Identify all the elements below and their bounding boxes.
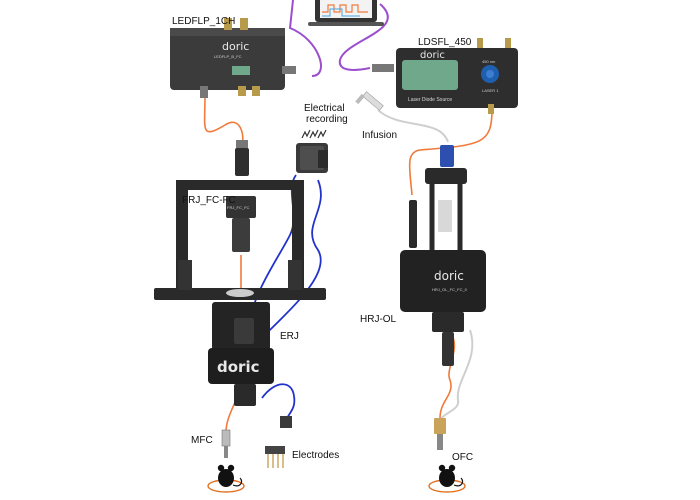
ldsfl-laser-label: LASER 1 <box>482 88 499 93</box>
ldsfl-wavelength: 450 nm <box>482 59 496 64</box>
fiber-hrj-ofc <box>439 334 456 419</box>
fiber-ledflp-frj <box>203 94 244 146</box>
ldsfl-caption: Laser Diode Source <box>408 97 452 103</box>
fiber-ldsfl-hrj <box>408 109 493 196</box>
electrical-cable-electrodes <box>261 383 296 421</box>
electrodes-connector <box>265 416 292 468</box>
ledflp-model: LEDFLP_B_FC <box>214 54 242 59</box>
ledflp-device: doric LEDFLP_B_FC <box>170 18 296 98</box>
frj-label: FRJ_FC-FC <box>182 195 236 206</box>
ofc-label: OFC <box>452 452 473 463</box>
infusion-tube <box>377 109 449 143</box>
mouse-icon <box>428 464 466 493</box>
electrical-recording-connector <box>296 143 328 173</box>
electrodes-label: Electrodes <box>292 450 339 461</box>
erj-label: ERJ <box>280 331 299 342</box>
ledflp-label: LEDFLP_1CH <box>172 16 235 27</box>
erj-rotary-joint: doric <box>208 302 274 406</box>
signal-icon <box>301 129 327 139</box>
infusion-label: Infusion <box>362 130 397 141</box>
electrical-recording-label-2: recording <box>306 114 348 125</box>
ofc-cannula <box>434 418 446 450</box>
frj-commutator: FRJ_FC_FC <box>154 140 326 300</box>
ledflp-display <box>232 66 250 75</box>
infusion-syringe <box>355 91 384 111</box>
mouse-icon <box>207 464 245 493</box>
usb-cable-laptop <box>338 3 389 71</box>
hrj-rotary-joint: doric HRJ_OL_FC_FC_0 <box>400 145 486 366</box>
hrj-label: HRJ-OL <box>360 314 397 325</box>
ldsfl-device: doric Laser Diode Source 450 nm LASER 1 <box>372 38 518 114</box>
electrical-recording-label-1: Electrical <box>304 103 345 114</box>
mfc-cannula <box>221 429 231 458</box>
ledflp-brand: doric <box>222 40 249 53</box>
erj-brand: doric <box>217 358 259 376</box>
infusion-tube-lower <box>439 329 474 421</box>
hrj-brand: doric <box>434 269 464 283</box>
mfc-label: MFC <box>191 435 213 446</box>
ldsfl-brand: doric <box>420 50 445 61</box>
ldsfl-label: LDSFL_450 <box>418 37 472 48</box>
hrj-body-text: HRJ_OL_FC_FC_0 <box>432 287 468 292</box>
usb-cable-left <box>288 0 322 77</box>
laptop <box>308 0 384 26</box>
frj-body-text: FRJ_FC_FC <box>227 205 250 210</box>
ldsfl-display <box>402 60 458 90</box>
